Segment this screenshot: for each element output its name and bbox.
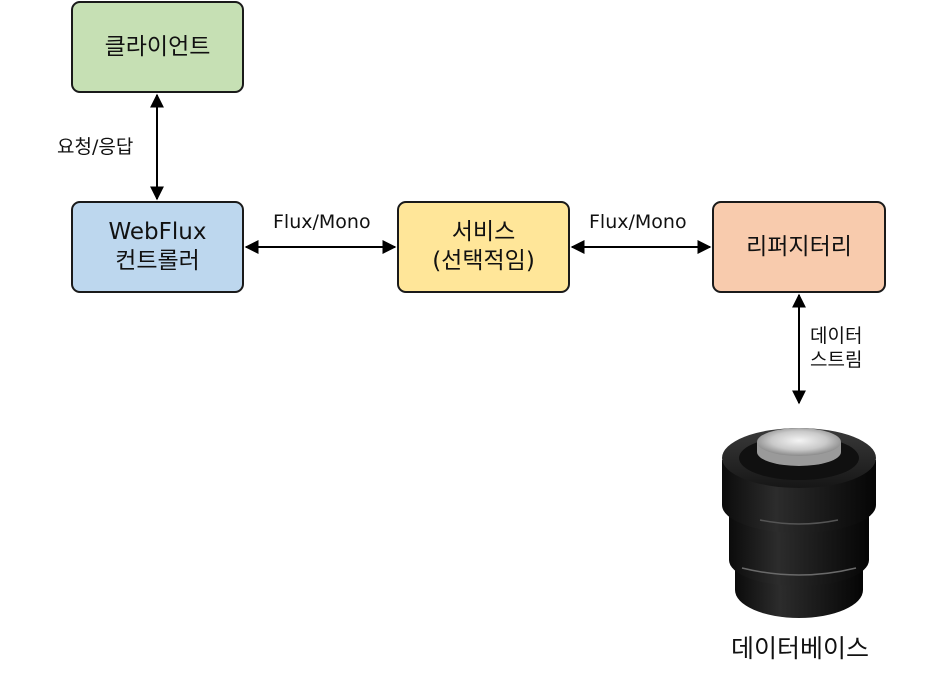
controller-node: WebFlux 컨트롤러 — [71, 201, 244, 293]
database-stack-icon — [722, 428, 876, 618]
service-node: 서비스 (선택적임) — [397, 201, 570, 293]
controller-label-line2: 컨트롤러 — [115, 248, 200, 274]
data-stream-label-line2: 스트림 — [810, 349, 863, 371]
data-stream-label: 데이터 스트림 — [810, 324, 862, 372]
database-label: 데이터베이스 — [730, 634, 869, 663]
service-repository-label: Flux/Mono — [589, 211, 687, 233]
data-stream-label-line1: 데이터 — [810, 325, 863, 347]
controller-label-line1: WebFlux — [108, 219, 207, 245]
repository-node: 리퍼지터리 — [712, 201, 886, 293]
controller-service-label: Flux/Mono — [273, 211, 371, 233]
repository-label: 리퍼지터리 — [746, 233, 852, 260]
request-response-label: 요청/응답 — [57, 136, 134, 158]
client-label: 클라이언트 — [104, 33, 211, 60]
service-label-line1: 서비스 — [451, 219, 516, 245]
service-label-line2: (선택적임) — [432, 248, 535, 274]
client-node: 클라이언트 — [71, 1, 244, 93]
